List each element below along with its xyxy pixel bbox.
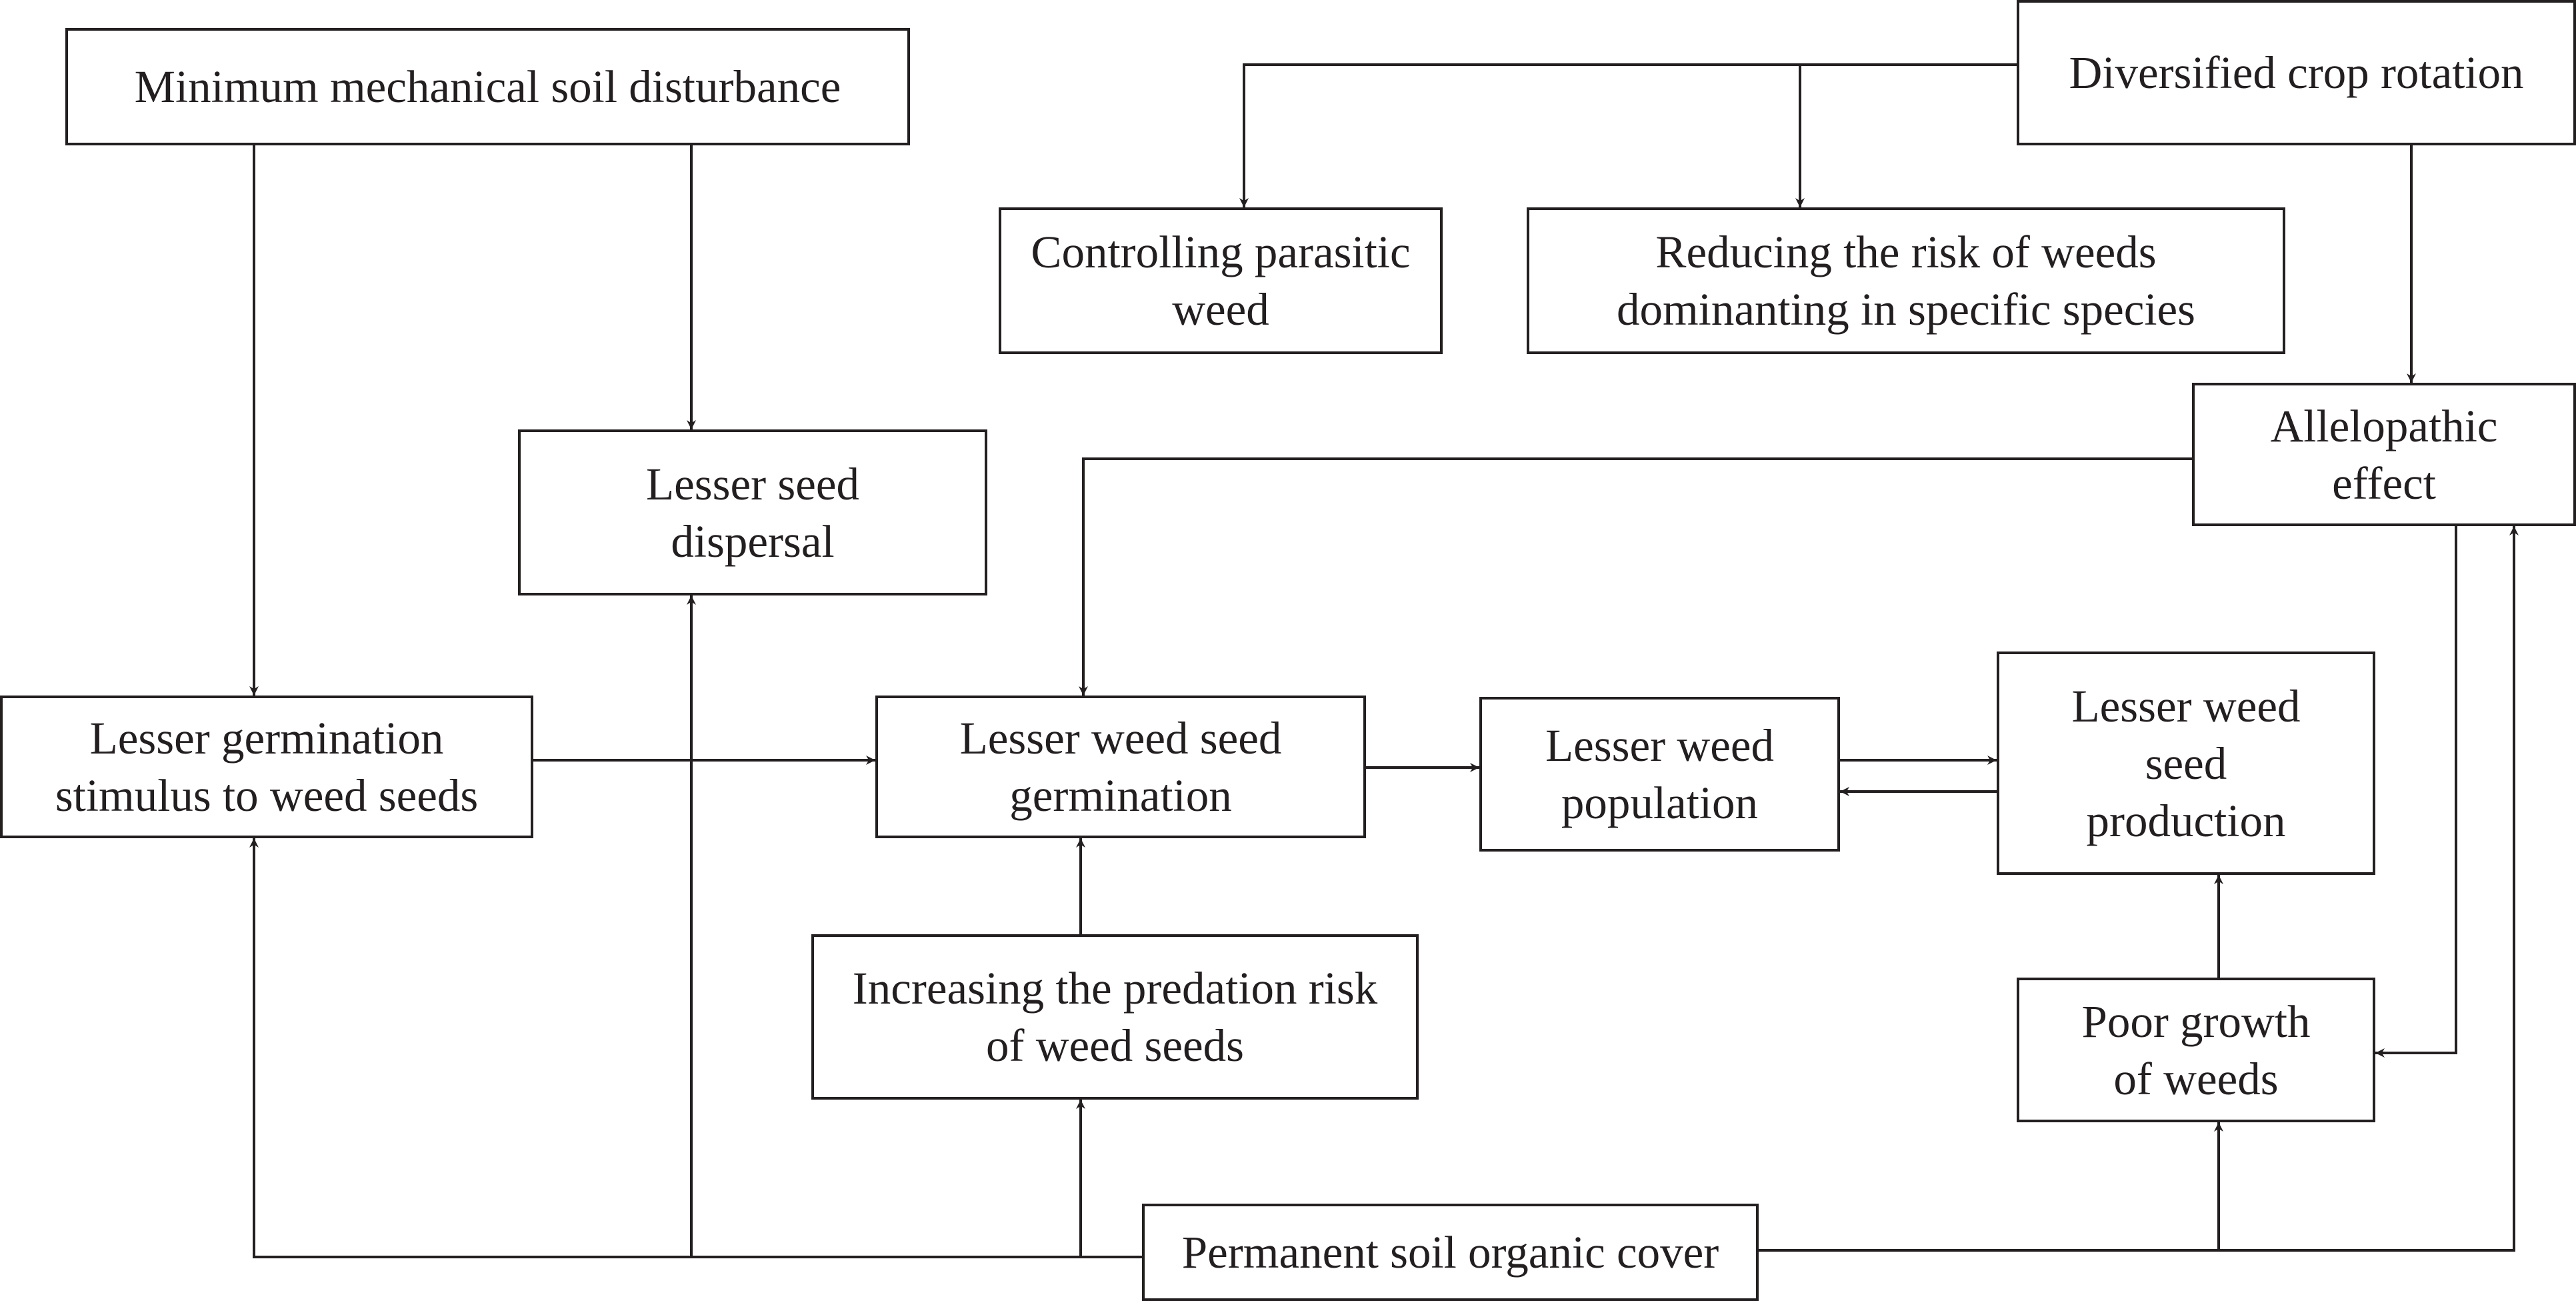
edge-cover-to-poor-growth <box>1759 1122 2223 1252</box>
node-poor-growth-of-weeds: Poor growth of weeds <box>2017 978 2375 1122</box>
edge-rotation-to-parasitic <box>1239 63 2017 207</box>
node-lesser-germination-stimulus: Lesser germination stimulus to weed seed… <box>0 696 533 838</box>
node-lesser-seed-dispersal: Lesser seed dispersal <box>518 429 987 595</box>
edge-cover-to-allelopathic <box>2219 526 2519 1252</box>
node-lesser-weed-seed-germination: Lesser weed seed germination <box>875 696 1366 838</box>
node-reducing-risk-of-weeds: Reducing the risk of weeds dominanting i… <box>1527 207 2285 354</box>
node-controlling-parasitic-weed: Controlling parasitic weed <box>999 207 1443 354</box>
edge-allelopathic-to-germination <box>1079 457 2192 696</box>
node-allelopathic-effect: Allelopathic effect <box>2192 383 2576 526</box>
edge-allelopathic-to-poor-growth <box>2375 526 2457 1058</box>
node-lesser-weed-population: Lesser weed population <box>1479 697 1840 852</box>
node-diversified-crop-rotation: Diversified crop rotation <box>2017 0 2576 145</box>
node-lesser-weed-seed-production: Lesser weed seed production <box>1997 652 2375 875</box>
node-permanent-soil-organic-cover: Permanent soil organic cover <box>1142 1204 1759 1301</box>
node-increasing-predation-risk: Increasing the predation risk of weed se… <box>811 934 1419 1100</box>
node-minimum-soil-disturbance: Minimum mechanical soil disturbance <box>65 28 910 145</box>
edge-cover-to-stimulus <box>249 838 1142 1258</box>
